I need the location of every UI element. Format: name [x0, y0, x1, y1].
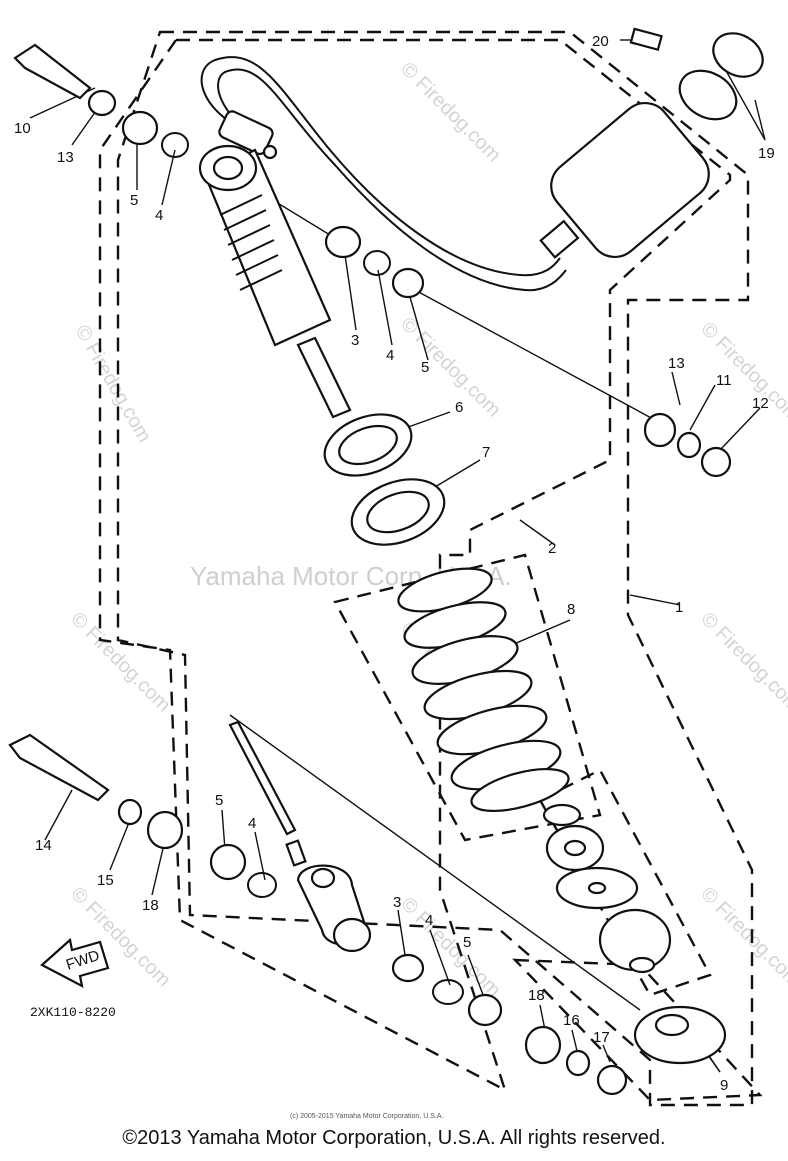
fwd-arrow-icon	[40, 937, 110, 989]
oil-seal-5-low2	[467, 993, 503, 1027]
callout-3a: 3	[351, 332, 359, 349]
callout-17: 17	[593, 1029, 610, 1046]
callout-7: 7	[482, 444, 490, 461]
callout-3b: 3	[393, 894, 401, 911]
watermark-firedog-3: © Firedog.com	[696, 318, 788, 427]
callout-9: 9	[720, 1077, 728, 1094]
reservoir-canister	[550, 101, 710, 259]
pin	[228, 720, 297, 836]
reservoir-assembly	[200, 56, 710, 292]
callout-19: 19	[758, 145, 775, 162]
watermark-firedog-4: © Firedog.com	[696, 608, 788, 717]
upper-hardware	[13, 27, 764, 478]
bearing-3-top	[324, 225, 362, 259]
watermark-firedog-1: © Firedog.com	[396, 58, 505, 167]
callout-4d: 4	[425, 912, 433, 929]
callout-4c: 4	[248, 815, 256, 832]
callout-labels: 1 2 3 3 4 4 4 4 5 5 5 5 6 7 8 9 10 11 12…	[14, 33, 775, 1094]
adjuster-rings	[323, 413, 446, 546]
diagram-code: 2XK110-8220	[30, 1005, 116, 1020]
callout-5b: 5	[421, 359, 429, 376]
copyright-footer: ©2013 Yamaha Motor Corporation, U.S.A. A…	[122, 1127, 666, 1149]
watermark-firedog-8: © Firedog.com	[396, 893, 505, 1002]
collar-18-left	[146, 810, 184, 850]
outline-assembly-1	[116, 30, 754, 1107]
nut-12	[700, 446, 732, 478]
washer-15	[117, 798, 143, 826]
callout-13b: 13	[668, 355, 685, 372]
callout-5c: 5	[215, 792, 223, 809]
callout-6: 6	[455, 399, 463, 416]
oil-seal-5-low	[209, 843, 247, 881]
shock-body	[198, 144, 352, 419]
clamp-19a	[712, 32, 764, 78]
callout-11: 11	[716, 372, 732, 389]
callout-5d: 5	[463, 934, 471, 951]
clamp-19b	[678, 69, 738, 121]
lower-hardware	[8, 720, 628, 1096]
shock-rod	[296, 336, 352, 419]
callout-12: 12	[752, 395, 769, 412]
circlip-4-low2	[432, 979, 464, 1005]
outline-assembly-2	[98, 38, 732, 1093]
oil-seal-5-top	[121, 110, 159, 146]
callout-4b: 4	[386, 347, 394, 364]
circlip-4-mid	[363, 250, 391, 276]
outline-collar	[512, 958, 763, 1102]
bumper-stack	[542, 803, 727, 1065]
circlip-4-top	[161, 132, 189, 158]
callout-1: 1	[675, 599, 683, 616]
nut-17	[596, 1064, 628, 1096]
callout-18b: 18	[528, 987, 545, 1004]
callout-16: 16	[563, 1012, 580, 1029]
washer-11	[676, 431, 702, 459]
circlip-4-low	[247, 872, 277, 898]
collar-18-right	[524, 1025, 562, 1065]
collar-13-right	[643, 412, 677, 448]
bolt-14	[8, 733, 110, 802]
bolt-10	[13, 43, 92, 100]
callout-8: 8	[567, 601, 575, 618]
callout-5a: 5	[130, 192, 138, 209]
callout-14: 14	[35, 837, 52, 854]
bolt-20	[629, 27, 663, 52]
collar-13-top	[87, 89, 117, 117]
callout-18a: 18	[142, 897, 159, 914]
outline-spring	[333, 553, 602, 842]
watermark-firedog-10: © Firedog.com	[71, 322, 156, 447]
callout-20: 20	[592, 33, 609, 50]
callout-10: 10	[14, 120, 31, 137]
fine-print: (c) 2005-2015 Yamaha Motor Corporation, …	[290, 1113, 443, 1120]
callout-4a: 4	[155, 207, 163, 224]
fwd-arrow: FWD	[40, 937, 110, 989]
watermark-firedog-5: © Firedog.com	[66, 608, 175, 717]
bearing-3-low	[391, 953, 425, 983]
callout-13a: 13	[57, 149, 74, 166]
washer-16	[565, 1049, 591, 1077]
oil-seal-5-mid	[391, 267, 425, 299]
callout-2: 2	[548, 540, 556, 557]
spring	[397, 567, 570, 813]
callout-15: 15	[97, 872, 114, 889]
